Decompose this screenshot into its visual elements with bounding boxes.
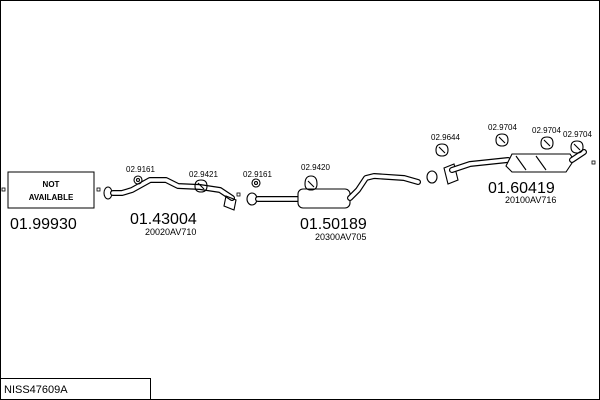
accessory-02-9161-a[interactable]: 02.9161 <box>126 165 155 185</box>
part-number-label: 01.99930 <box>10 216 77 233</box>
silencer-body-icon <box>297 188 351 209</box>
not-available-box <box>7 171 95 209</box>
accessory-02-9704-b[interactable]: 02.9704 <box>532 126 561 150</box>
accessory-02-9161-b[interactable]: 02.9161 <box>243 170 272 188</box>
rubber-mount-icon <box>495 133 509 147</box>
set-code-box: NISS47609A <box>0 378 151 400</box>
oem-number-label: 20020AV710 <box>145 227 196 237</box>
gasket-icon <box>133 175 143 185</box>
set-code-label: NISS47609A <box>4 384 68 396</box>
oem-number-label: 20100AV716 <box>505 195 556 205</box>
accessory-code: 02.9704 <box>563 130 592 139</box>
accessory-code: 02.9704 <box>532 126 561 135</box>
accessory-02-9704-a[interactable]: 02.9704 <box>488 123 517 147</box>
not-available-line-2: AVAILABLE <box>29 193 74 202</box>
accessory-code: 02.9420 <box>301 163 330 172</box>
part-01-60419-rear-silencer[interactable] <box>426 149 596 185</box>
accessory-02-9704-c[interactable]: 02.9704 <box>563 130 592 154</box>
flange-marker-icon <box>1 187 6 192</box>
part-01-99930-not-available[interactable]: NOT AVAILABLE <box>1 171 101 209</box>
accessory-02-9644[interactable]: 02.9644 <box>431 133 460 157</box>
accessory-code: 02.9161 <box>243 170 272 179</box>
rubber-mount-icon <box>570 140 584 154</box>
part-number-label: 01.43004 <box>130 211 197 228</box>
part-01-43004-front-pipe[interactable] <box>103 177 241 211</box>
part-01-50189-centre-silencer[interactable] <box>246 173 421 209</box>
rubber-mount-icon <box>540 136 554 150</box>
pipe-flange-icon <box>223 195 237 211</box>
part-number-label: 01.60419 <box>488 180 555 197</box>
pipe-flange-icon <box>426 170 438 184</box>
accessory-code: 02.9421 <box>189 170 218 179</box>
pipe-flange-icon <box>443 163 459 185</box>
flange-marker-icon <box>591 160 596 165</box>
oem-number-label: 20300AV705 <box>315 232 366 242</box>
not-available-line-1: NOT <box>43 180 60 189</box>
accessory-02-9420[interactable]: 02.9420 <box>301 163 330 191</box>
rubber-mount-icon <box>194 179 208 193</box>
part-number-label: 01.50189 <box>300 216 367 233</box>
flange-marker-icon <box>236 192 241 197</box>
rubber-mount-icon <box>435 143 449 157</box>
flange-marker-icon <box>96 187 101 192</box>
rubber-mount-icon <box>304 175 318 191</box>
gasket-icon <box>251 178 261 188</box>
accessory-code: 02.9161 <box>126 165 155 174</box>
accessory-02-9421[interactable]: 02.9421 <box>189 170 218 193</box>
accessory-code: 02.9644 <box>431 133 460 142</box>
accessory-code: 02.9704 <box>488 123 517 132</box>
silencer-strap-icon <box>515 155 547 171</box>
